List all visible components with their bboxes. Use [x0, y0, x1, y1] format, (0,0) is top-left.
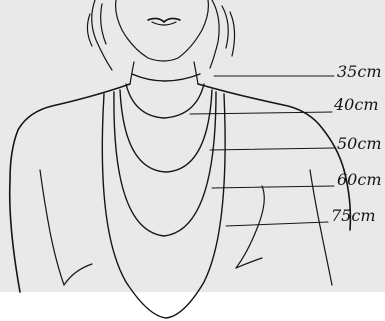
- leader-75cm: [226, 222, 328, 226]
- necklace-35cm: [132, 74, 200, 81]
- leader-60cm: [212, 186, 334, 188]
- length-label-60cm: 60cm: [337, 172, 382, 188]
- length-label-50cm: 50cm: [337, 136, 382, 152]
- necklace-40cm: [126, 84, 204, 118]
- length-label-40cm: 40cm: [334, 97, 379, 113]
- head-sketch: [87, 0, 234, 84]
- leader-40cm: [190, 112, 332, 114]
- leader-50cm: [210, 148, 334, 150]
- length-label-75cm: 75cm: [331, 208, 376, 224]
- length-label-35cm: 35cm: [337, 64, 382, 80]
